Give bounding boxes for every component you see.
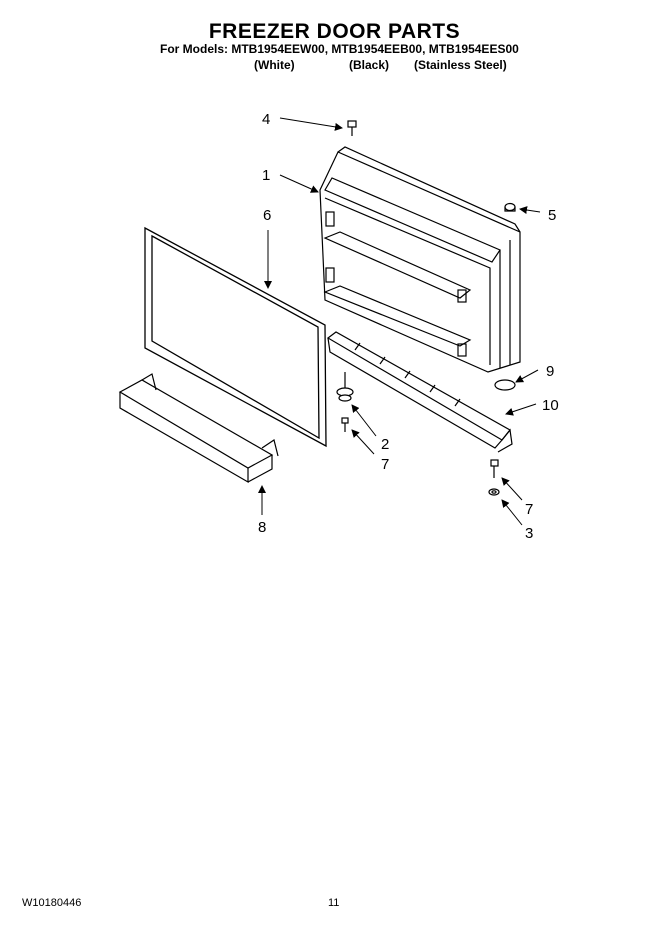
screw-part-4 xyxy=(347,120,357,136)
washer-part-2 xyxy=(336,372,354,402)
callout-7-right: 7 xyxy=(525,501,533,518)
callout-2: 2 xyxy=(381,436,389,453)
page-title: FREEZER DOOR PARTS xyxy=(208,20,461,43)
callout-6: 6 xyxy=(263,207,271,224)
callout-3: 3 xyxy=(525,525,533,542)
model-numbers: For Models: MTB1954EEW00, MTB1954EEB00, … xyxy=(160,42,519,56)
leader-lines xyxy=(258,117,541,526)
callout-8: 8 xyxy=(258,519,266,536)
screw-part-7-left xyxy=(341,417,349,432)
callout-5: 5 xyxy=(548,207,556,224)
plug-part-5 xyxy=(504,202,516,212)
door-bracket xyxy=(326,331,513,453)
cap-part-9 xyxy=(494,379,516,391)
variant-white: (White) xyxy=(254,58,295,72)
callout-7-left: 7 xyxy=(381,456,389,473)
variant-black: (Black) xyxy=(349,58,390,72)
callout-10: 10 xyxy=(542,397,559,414)
nut-part-3 xyxy=(488,488,500,496)
variant-stainless: (Stainless Steel) xyxy=(414,58,507,72)
screw-part-7-right xyxy=(490,459,499,478)
callout-1: 1 xyxy=(262,167,270,184)
door-liner xyxy=(319,146,521,373)
callout-9: 9 xyxy=(546,363,554,380)
page-number: 11 xyxy=(328,897,340,909)
door-shelf xyxy=(118,373,279,484)
callout-4: 4 xyxy=(262,111,270,128)
door-gasket xyxy=(144,226,327,448)
document-part-number: W10180446 xyxy=(22,897,82,909)
